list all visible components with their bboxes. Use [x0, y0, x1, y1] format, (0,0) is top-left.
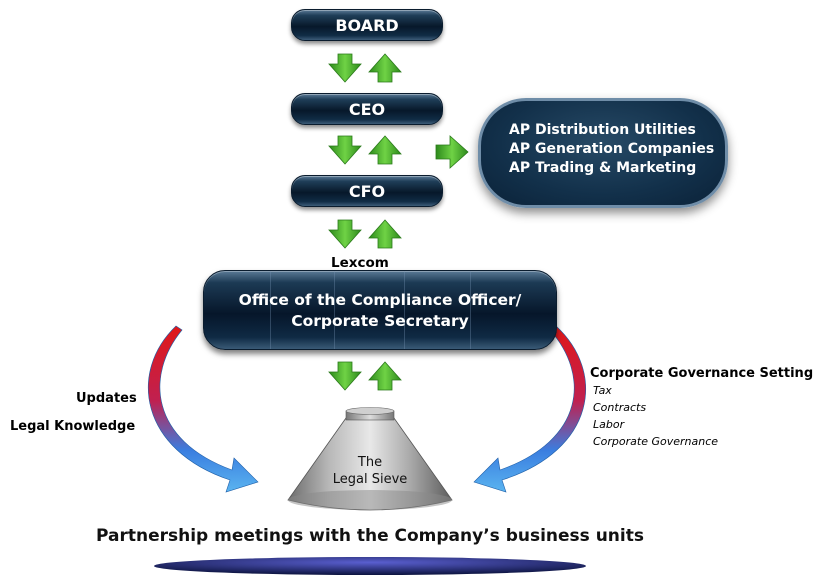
arrow-pair-office-sieve — [328, 361, 402, 391]
compliance-office-box: Office of the Compliance Officer/ Corpor… — [203, 270, 557, 350]
subsidiary-item: AP Generation Companies — [509, 141, 715, 157]
arrow-down-icon — [328, 219, 362, 249]
sieve-label: The Legal Sieve — [320, 454, 420, 488]
left-curved-arrow — [147, 325, 259, 493]
arrow-right-icon — [435, 135, 469, 169]
arrow-down-icon — [328, 135, 362, 165]
governance-item: Contracts — [593, 401, 647, 414]
arrow-up-icon — [368, 53, 402, 83]
governance-item: Corporate Governance — [593, 435, 719, 448]
board-box: BOARD — [291, 9, 443, 41]
governance-item: Labor — [593, 418, 625, 431]
subsidiaries-box: AP Distribution Utilities AP Generation … — [478, 98, 728, 208]
arrow-down-icon — [328, 361, 362, 391]
footer-bar — [154, 557, 586, 575]
arrow-down-icon — [328, 53, 362, 83]
subsidiary-item: AP Distribution Utilities — [509, 122, 696, 138]
cfo-label: CFO — [348, 181, 386, 201]
arrow-pair-board-ceo — [328, 53, 402, 83]
arrow-up-icon — [368, 361, 402, 391]
legal-sieve-cone — [287, 407, 453, 511]
lexcom-label: Lexcom — [331, 255, 389, 271]
governance-setting-title: Corporate Governance Setting — [590, 366, 814, 381]
office-title-line1: Office of the Compliance Officer/ — [238, 290, 522, 309]
arrow-up-icon — [368, 135, 402, 165]
ceo-box: CEO — [291, 93, 443, 125]
arrow-up-icon — [368, 219, 402, 249]
subsidiary-item: AP Trading & Marketing — [509, 160, 697, 176]
sieve-label-line1: The — [357, 455, 383, 470]
cfo-box: CFO — [291, 175, 443, 207]
governance-item: Tax — [593, 384, 612, 397]
right-curved-arrow — [473, 325, 586, 493]
board-label: BOARD — [335, 15, 399, 35]
ceo-label: CEO — [348, 99, 386, 119]
updates-label: Updates — [76, 391, 137, 406]
arrow-pair-ceo-cfo — [328, 135, 402, 165]
legal-knowledge-label: Legal Knowledge — [10, 419, 136, 434]
office-title-line2: Corporate Secretary — [291, 311, 469, 330]
sieve-label-line2: Legal Sieve — [332, 472, 408, 487]
arrow-pair-cfo-office — [328, 219, 402, 249]
footer-caption: Partnership meetings with the Company’s … — [95, 526, 644, 546]
